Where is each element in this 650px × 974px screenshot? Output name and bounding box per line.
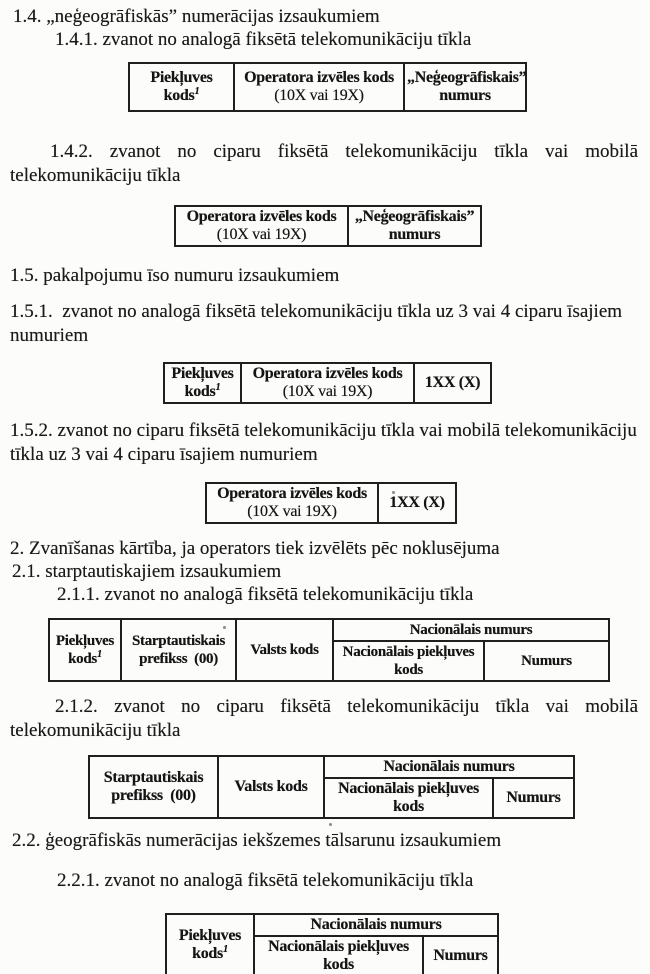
heading-2-1-2-line1: 2.1.2. zvanot no ciparu fiksētā telekomu… (55, 696, 638, 717)
cell-nacionalais-piekluves-kods: Nacionālais piekļuves kods (253, 935, 424, 974)
cell-nacionalais-piekluves-kods: Nacionālais piekļuves kods (332, 640, 485, 682)
cell-line: Piekļuves (55, 633, 115, 649)
cell-text: kods (184, 383, 216, 400)
cell-line: 1XX (X) (389, 494, 445, 511)
cell-line: Nacionālais numurs (409, 622, 533, 638)
table-1-5-2: Operatora izvēles kods (10X vai 19X) 1XX… (205, 482, 457, 524)
cell-line: kods (394, 662, 423, 678)
heading-1-4: 1.4. „neģeogrāfiskās” numerācijas izsauk… (13, 6, 380, 27)
heading-1-5-1-line2: numuriem (10, 325, 89, 346)
cell-line: kods1 (132, 86, 231, 105)
cell-line: kods1 (169, 944, 251, 963)
cell-line: Numurs (506, 789, 561, 806)
cell-line: prefikss (00) (111, 787, 196, 804)
table-2-1-1: Piekļuves kods1 Starptautiskais prefikss… (48, 618, 611, 682)
table-2-2-1: Piekļuves kods1 Nacionālais numurs Nacio… (165, 913, 500, 974)
cell-line: Nacionālais piekļuves (338, 780, 479, 797)
cell-text: kods (192, 945, 223, 962)
scan-speck (329, 823, 332, 826)
cell-line: Starptautiskais (103, 769, 204, 786)
cell-line: Operatora izvēles kods (186, 208, 337, 225)
cell-line: (10X vai 19X) (247, 503, 337, 520)
heading-1-4-2-line1: 1.4.2. zvanot no ciparu fiksētā telekomu… (50, 141, 638, 162)
cell-line: kods1 (167, 382, 238, 401)
heading-1-5-2-line1: 1.5.2. zvanot no ciparu fiksētā telekomu… (10, 420, 637, 441)
footnote-ref: 1 (194, 86, 200, 97)
cell-short-number: 1XX (X) (413, 362, 492, 404)
heading-1-4-1: 1.4.1. zvanot no analogā fiksētā telekom… (55, 29, 472, 50)
cell-line: kods1 (52, 649, 118, 668)
cell-piekluves-kods: Piekļuves kods1 (128, 62, 235, 112)
cell-line: „Neģeogrāfiskais” (407, 69, 527, 86)
cell-operatora-izveles-kods: Operatora izvēles kods (10X vai 19X) (240, 362, 415, 404)
cell-line: Numurs (433, 947, 488, 964)
footnote-ref: 1 (222, 944, 228, 955)
scan-speck (392, 491, 395, 494)
cell-text: kods (68, 651, 97, 667)
cell-nacionalais-numurs: Nacionālais numurs (331, 618, 611, 642)
table-2-1-2: Starptautiskais prefikss (00) Valsts kod… (88, 755, 576, 819)
cell-piekluves-kods: Piekļuves kods1 (163, 362, 242, 404)
cell-line: kods (393, 798, 424, 815)
cell-valsts-kods: Valsts kods (217, 755, 325, 819)
cell-operatora-izveles-kods: Operatora izvēles kods (10X vai 19X) (205, 482, 379, 524)
heading-1-5: 1.5. pakalpojumu īso numuru izsaukumiem (10, 265, 340, 286)
cell-nacionalais-piekluves-kods: Nacionālais piekļuves kods (323, 777, 494, 819)
cell-piekluves-kods: Piekļuves kods1 (165, 913, 255, 974)
heading-2-1-2-line2: telekomunikāciju tīkla (10, 720, 181, 741)
cell-operatora-izveles-kods: Operatora izvēles kods (10X vai 19X) (174, 205, 349, 247)
cell-line: Nacionālais numurs (383, 758, 515, 775)
cell-operatora-izveles-kods: Operatora izvēles kods (10X vai 19X) (233, 62, 405, 112)
heading-2: 2. Zvanīšanas kārtība, ja operators tiek… (10, 538, 500, 559)
scan-speck (223, 626, 226, 629)
footnote-ref: 1 (215, 382, 221, 393)
heading-2-1: 2.1. starptautiskajiem izsaukumiem (12, 561, 282, 582)
footnote-ref: 1 (96, 649, 102, 660)
cell-nacionalais-numurs: Nacionālais numurs (252, 913, 500, 937)
cell-line: Piekļuves (178, 927, 242, 944)
table-1-5-1: Piekļuves kods1 Operatora izvēles kods (… (163, 362, 492, 404)
cell-line: numurs (388, 226, 441, 243)
heading-2-1-1: 2.1.1. zvanot no analogā fiksētā telekom… (57, 584, 474, 605)
cell-starptautiskais-prefikss: Starptautiskais prefikss (00) (120, 618, 237, 682)
cell-negeografiskais-numurs: „Neģeogrāfiskais” numurs (403, 62, 527, 112)
cell-numurs: Numurs (421, 935, 500, 974)
cell-line: 1XX (X) (424, 374, 481, 391)
table-1-4-1: Piekļuves kods1 Operatora izvēles kods (… (128, 62, 527, 112)
cell-line: (10X vai 19X) (282, 383, 373, 400)
cell-line: prefikss (00) (139, 651, 218, 667)
cell-nacionalais-numurs: Nacionālais numurs (322, 755, 576, 779)
cell-numurs: Numurs (482, 640, 611, 682)
cell-line: (10X vai 19X) (274, 87, 364, 104)
heading-1-5-2-line2: tīkla uz 3 vai 4 ciparu īsajiem numuriem (10, 444, 318, 465)
cell-line: Valsts kods (250, 642, 319, 658)
cell-line: numurs (439, 87, 491, 104)
heading-1-4-2-line2: telekomunikāciju tīkla (10, 165, 181, 186)
cell-line: Operatora izvēles kods (252, 365, 403, 382)
cell-valsts-kods: Valsts kods (235, 618, 334, 682)
cell-line: (10X vai 19X) (216, 226, 307, 243)
cell-line: Valsts kods (234, 778, 308, 795)
cell-short-number: 1XX (X) (377, 482, 457, 524)
cell-line: kods (323, 956, 354, 973)
cell-line: Starptautiskais (131, 633, 226, 649)
cell-line: „Neģeogrāfiskais” (354, 208, 475, 225)
table-1-4-2: Operatora izvēles kods (10X vai 19X) „Ne… (174, 205, 482, 247)
cell-line: Numurs (521, 653, 572, 669)
cell-line: Nacionālais piekļuves (342, 644, 475, 660)
cell-line: Nacionālais piekļuves (268, 938, 409, 955)
cell-line: Operatora izvēles kods (244, 69, 394, 86)
heading-1-5-1-line1: 1.5.1. zvanot no analogā fiksētā telekom… (10, 301, 623, 322)
cell-line: Nacionālais numurs (310, 916, 442, 933)
cell-piekluves-kods: Piekļuves kods1 (48, 618, 122, 682)
cell-negeografiskais-numurs: „Neģeogrāfiskais” numurs (347, 205, 482, 247)
cell-line: Piekļuves (150, 69, 213, 86)
cell-line: Piekļuves (171, 365, 234, 382)
heading-2-2-1: 2.2.1. zvanot no analogā fiksētā telekom… (57, 870, 474, 891)
cell-text: kods (163, 87, 195, 104)
cell-starptautiskais-prefikss: Starptautiskais prefikss (00) (88, 755, 219, 819)
cell-numurs: Numurs (491, 777, 576, 819)
cell-line: Operatora izvēles kods (217, 485, 367, 502)
heading-2-2: 2.2. ģeogrāfiskās numerācijas iekšzemes … (12, 830, 502, 851)
